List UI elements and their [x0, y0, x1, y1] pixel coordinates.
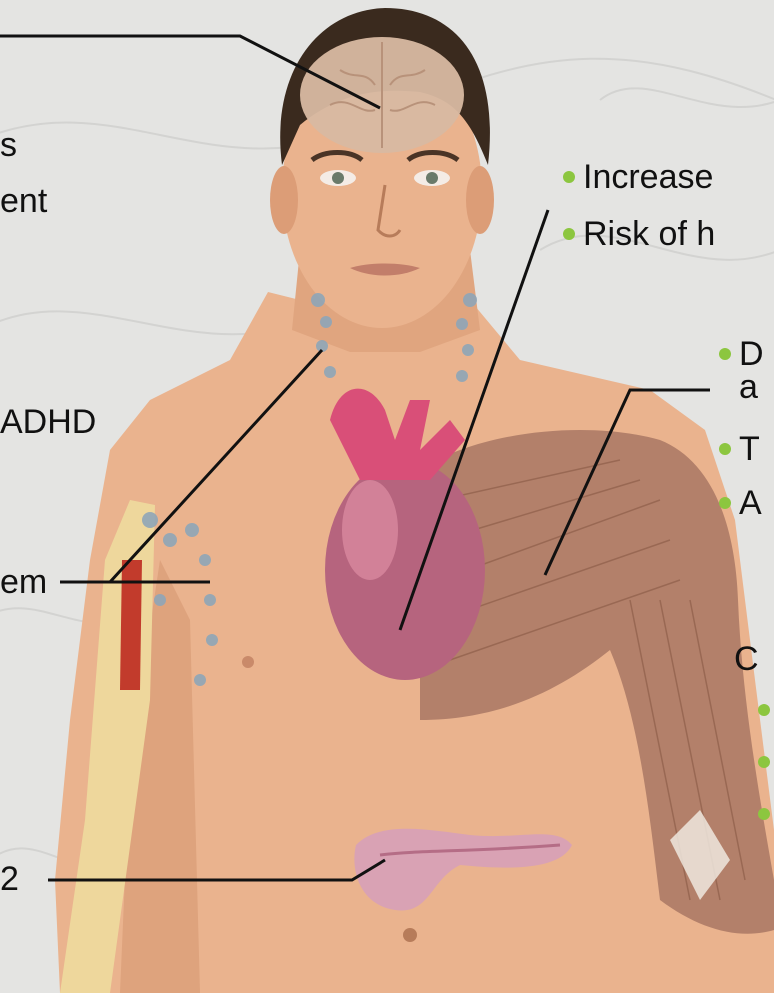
bullet-dot-icon — [758, 756, 770, 768]
right-ear — [466, 166, 494, 234]
heart-highlight — [342, 480, 398, 580]
label-left-1: s — [0, 126, 17, 165]
label-left-4: em — [0, 563, 47, 602]
bullet-dot-icon — [758, 808, 770, 820]
label-left-2: ent — [0, 182, 47, 221]
heart-bullet-2: Risk of h — [583, 215, 715, 254]
bullet-dot-icon — [719, 497, 731, 509]
bullet-dot-icon — [563, 228, 575, 240]
left-nipple — [242, 656, 254, 668]
left-iris — [332, 172, 344, 184]
bullet-dot-icon — [719, 443, 731, 455]
bullet-dot-icon — [563, 171, 575, 183]
bullet-dot-icon — [719, 348, 731, 360]
right-iris — [426, 172, 438, 184]
muscle-bullet-1b: a — [739, 368, 758, 407]
muscle-heading: C — [734, 640, 759, 679]
navel — [403, 928, 417, 942]
bullet-dot-icon — [758, 704, 770, 716]
heart-bullet-1: Increase — [583, 158, 713, 197]
left-ear — [270, 166, 298, 234]
label-left-5: 2 — [0, 860, 19, 899]
bone-marrow — [120, 560, 142, 690]
muscle-bullet-2: T — [739, 430, 760, 469]
label-left-3: ADHD — [0, 403, 96, 442]
heart — [325, 460, 485, 680]
muscle-bullet-3: A — [739, 484, 762, 523]
